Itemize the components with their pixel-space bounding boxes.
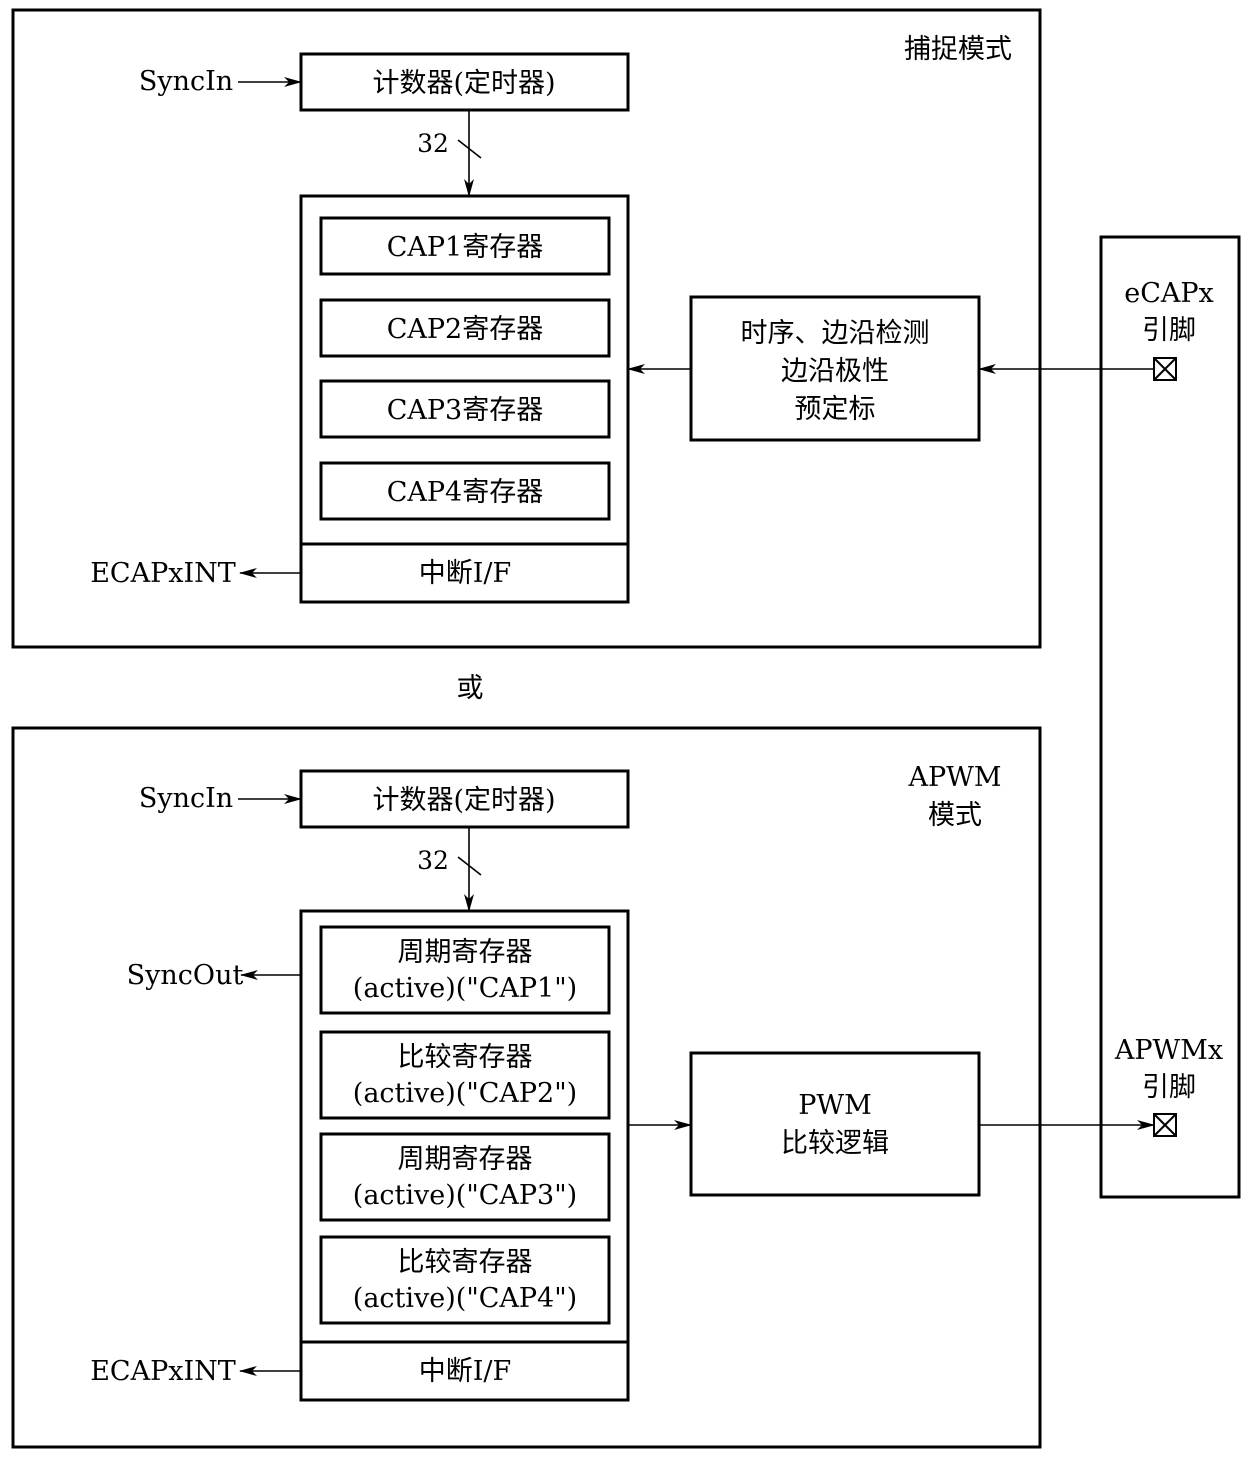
svg-text:(active)("CAP4"): (active)("CAP4") [353, 1283, 577, 1314]
svg-text:CAP3寄存器: CAP3寄存器 [387, 395, 544, 426]
apwm-register-2: 比较寄存器 (active)("CAP2") [319, 1030, 611, 1120]
apwm-syncin-label: SyncIn [139, 783, 233, 814]
apwm-mode-label-2: 模式 [928, 800, 982, 831]
svg-text:CAP1寄存器: CAP1寄存器 [387, 232, 544, 263]
apwm-interrupt-label: 中断I/F [419, 1356, 512, 1387]
apwm-register-3: 周期寄存器 (active)("CAP3") [319, 1132, 611, 1222]
capture-interrupt-label: 中断I/F [419, 558, 512, 589]
svg-text:比较寄存器: 比较寄存器 [398, 1042, 533, 1073]
capture-bus-width: 32 [417, 129, 449, 158]
capture-counter-box [299, 52, 630, 112]
edge-logic-box [689, 295, 981, 442]
svg-text:周期寄存器: 周期寄存器 [398, 1144, 533, 1175]
apwm-counter-label: 计数器(定时器) [372, 785, 555, 816]
edge-logic-line-3: 预定标 [795, 394, 876, 425]
edge-logic-line-1: 时序、边沿检测 [741, 318, 930, 349]
svg-text:CAP4寄存器: CAP4寄存器 [387, 477, 544, 508]
capture-register-cap3: CAP3寄存器 [319, 379, 611, 439]
svg-text:CAP2寄存器: CAP2寄存器 [387, 314, 544, 345]
ecap-pin-icon [1153, 357, 1177, 381]
capture-register-cap2: CAP2寄存器 [319, 298, 611, 358]
capture-int-out-label: ECAPxINT [90, 558, 236, 589]
svg-text:(active)("CAP3"): (active)("CAP3") [353, 1180, 577, 1211]
capture-mode-frame [11, 8, 1042, 649]
pwm-logic-box [689, 1051, 981, 1197]
capture-syncin-label: SyncIn [139, 66, 233, 97]
ecap-pin-label-2: 引脚 [1142, 315, 1196, 346]
capture-bus-slash [457, 139, 482, 159]
capture-mode-label: 捕捉模式 [904, 34, 1012, 65]
pwm-logic-line-2: 比较逻辑 [781, 1128, 889, 1159]
ecap-pin-label-1: eCAPx [1124, 278, 1214, 309]
edge-logic-line-2: 边沿极性 [781, 356, 889, 387]
apwm-syncout-label: SyncOut [127, 960, 244, 991]
capture-register-cap4: CAP4寄存器 [319, 461, 611, 521]
apwm-pin-label-2: 引脚 [1142, 1072, 1196, 1103]
capture-register-cap1: CAP1寄存器 [319, 216, 611, 276]
or-label: 或 [457, 673, 484, 704]
capture-counter-label: 计数器(定时器) [372, 68, 555, 99]
apwm-register-1: 周期寄存器 (active)("CAP1") [319, 925, 611, 1015]
apwm-register-4: 比较寄存器 (active)("CAP4") [319, 1235, 611, 1325]
apwm-mode-frame [11, 726, 1042, 1449]
pwm-logic-line-1: PWM [798, 1090, 872, 1121]
apwm-bus-width: 32 [417, 846, 449, 875]
svg-text:周期寄存器: 周期寄存器 [398, 937, 533, 968]
pin-column [1099, 235, 1241, 1199]
apwm-pin-label-1: APWMx [1114, 1035, 1223, 1066]
apwm-mode-label-1: APWM [907, 762, 1001, 793]
apwm-counter-box [299, 769, 630, 829]
svg-text:比较寄存器: 比较寄存器 [398, 1247, 533, 1278]
apwm-int-out-label: ECAPxINT [90, 1356, 236, 1387]
svg-text:(active)("CAP2"): (active)("CAP2") [353, 1078, 577, 1109]
apwm-pin-icon [1153, 1113, 1177, 1137]
svg-text:(active)("CAP1"): (active)("CAP1") [353, 973, 577, 1004]
apwm-bus-slash [457, 856, 482, 876]
